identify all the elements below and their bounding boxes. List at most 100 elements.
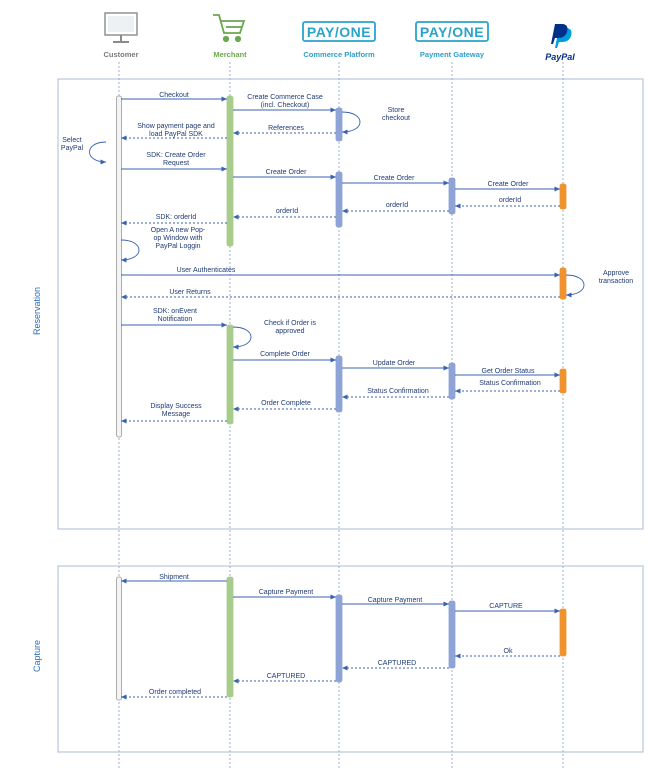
message-label: Create Order (266, 169, 308, 176)
message-label: References (268, 125, 304, 132)
message-label: Create Commerce Case(incl. Checkout) (247, 94, 323, 109)
actor-customer: Customer (103, 12, 139, 59)
activation-merchant (226, 576, 234, 698)
activation-platform (335, 594, 343, 683)
activation-customer (116, 95, 122, 438)
message: Create Order (455, 181, 560, 192)
message-label: CAPTURED (378, 660, 417, 667)
svg-text:PAY/ONE: PAY/ONE (420, 24, 484, 40)
message: User Authenticates (121, 267, 560, 278)
message-label: Complete Order (260, 351, 310, 358)
message: Create Order (342, 175, 449, 186)
message-label: Create Order (374, 175, 416, 182)
actor-platform-label: Commerce Platform (303, 50, 375, 59)
message-label: CAPTURED (267, 673, 306, 680)
payone-logo: PAY/ONE (302, 21, 376, 42)
activation-platform (335, 171, 343, 228)
message-label: Create Order (488, 181, 530, 188)
actor-gateway-label: Payment Gateway (420, 50, 485, 59)
message: orderId (342, 202, 449, 214)
activation-merchant (226, 95, 234, 247)
activation-gateway (448, 600, 456, 669)
message-label: Capture Payment (259, 589, 314, 596)
lane-reservation-box (57, 78, 644, 530)
actor-merchant-label: Merchant (213, 50, 247, 59)
message-label: Update Order (373, 360, 416, 367)
activation-paypal (559, 368, 567, 394)
message: Create Commerce Case(incl. Checkout) (233, 94, 336, 113)
monitor-icon (104, 12, 138, 43)
message-arrow (341, 111, 361, 135)
actor-paypal: PayPal (545, 24, 575, 62)
message-arrow (120, 239, 140, 263)
message: CAPTURE (455, 603, 560, 614)
actor-platform: PAY/ONE Commerce Platform (302, 21, 376, 59)
message: Capture Payment (233, 589, 336, 600)
message-label: Shipment (159, 574, 189, 581)
message: Order Complete (233, 400, 336, 412)
message-label: Capture Payment (368, 597, 423, 604)
message: Complete Order (233, 351, 336, 363)
activation-paypal (559, 608, 567, 657)
message-label: Order completed (149, 689, 201, 696)
activation-merchant (226, 324, 234, 425)
message-label: CAPTURE (489, 603, 523, 610)
lane-capture-label: Capture (32, 640, 42, 672)
payone-logo: PAY/ONE (415, 21, 489, 42)
message-label: Status Confirmation (479, 380, 541, 387)
paypal-logo: PayPal (545, 24, 575, 62)
message-label: Get Order Status (482, 368, 535, 375)
message-label: User Returns (169, 289, 211, 296)
message-label: Status Confirmation (367, 388, 429, 395)
message-label: orderId (276, 208, 298, 215)
activation-platform (335, 107, 343, 142)
activation-bars (116, 95, 567, 701)
activation-platform (335, 355, 343, 413)
message: orderId (233, 208, 336, 220)
message-arrow (232, 326, 252, 350)
activation-paypal (559, 183, 567, 210)
lane-reservation-label: Reservation (32, 287, 42, 335)
svg-text:PAY/ONE: PAY/ONE (307, 24, 371, 40)
activation-customer (116, 576, 122, 701)
activation-paypal (559, 267, 567, 300)
actor-merchant: Merchant (213, 14, 247, 59)
message: Status Confirmation (455, 380, 560, 394)
message-label: orderId (499, 197, 521, 204)
actor-customer-label: Customer (103, 50, 138, 59)
message: Order completed (121, 689, 227, 700)
message: SDK: orderId (121, 214, 227, 226)
message-arrow (565, 274, 585, 298)
message: CAPTURED (233, 673, 336, 684)
lane-capture-box (57, 565, 644, 753)
message: References (233, 125, 336, 136)
message-label: User Authenticates (177, 267, 236, 274)
message: Checkout (121, 92, 227, 102)
message-label: orderId (386, 202, 408, 209)
actor-gateway: PAY/ONE Payment Gateway (415, 21, 489, 59)
shopping-cart-icon (213, 14, 246, 43)
message: User Returns (121, 289, 560, 300)
message: CAPTURED (342, 660, 449, 671)
messages: Checkout Create Commerce Case(incl. Check… (61, 92, 633, 700)
activation-gateway (448, 177, 456, 215)
